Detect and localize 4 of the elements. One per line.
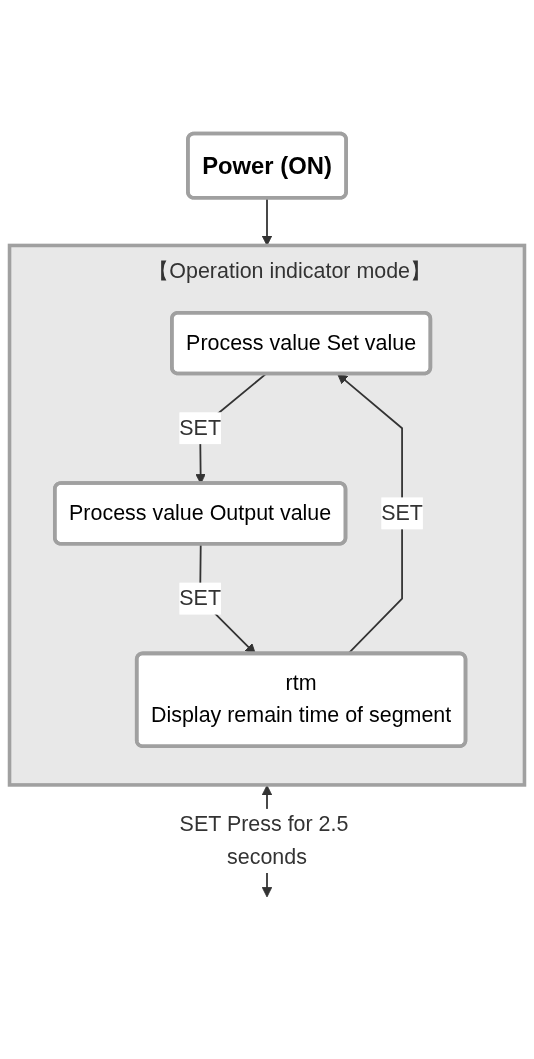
edge-label: SET <box>179 586 221 610</box>
edge-label: SET <box>179 415 221 440</box>
edge-label: SET <box>381 500 423 525</box>
edge-label: SET Press for 2.5 seconds <box>179 812 349 869</box>
